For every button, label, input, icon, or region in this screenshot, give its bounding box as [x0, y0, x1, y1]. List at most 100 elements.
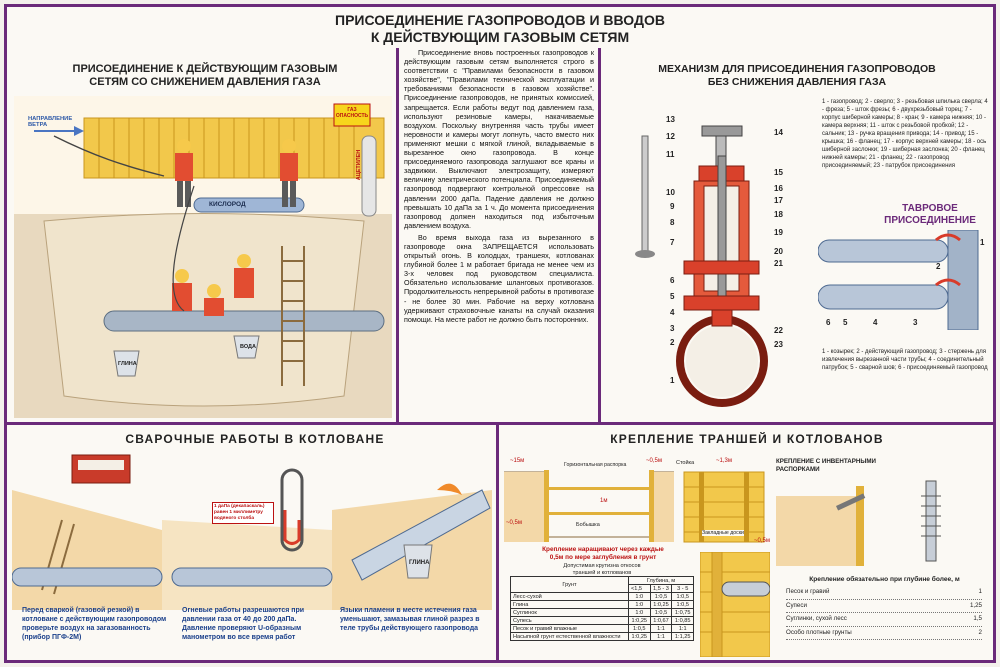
slope-cell: 1:0,5 [671, 600, 694, 609]
dim-1m: 1м [600, 498, 608, 504]
list-item: Песок и гравий 1 [786, 586, 982, 600]
center-paragraph-1: Присоединение вновь построенных газопров… [404, 48, 594, 230]
board-detail-svg [700, 552, 770, 657]
poster-title-line1: ПРИСОЕДИНЕНИЕ ГАЗОПРОВОДОВ И ВВОДОВ [335, 12, 665, 28]
mech-num-18: 18 [774, 210, 783, 219]
tee-num-1: 1 [980, 238, 985, 247]
inventory-svg [776, 480, 941, 566]
slope-cell: 1:0,25 [649, 600, 673, 609]
mechanism-svg [635, 125, 768, 407]
mech-num-17: 17 [774, 196, 783, 205]
mech-num-20: 20 [774, 247, 783, 256]
welding-caption-1: Перед сваркой (газовой резкой) в котлова… [22, 607, 167, 641]
mech-num-23: 23 [774, 340, 783, 349]
illustration-board-detail [700, 552, 770, 657]
center-text-column: Присоединение вновь построенных газопров… [404, 48, 594, 420]
tee-title-line1: ТАВРОВОЕ [902, 203, 958, 214]
label-stand: Стойка [676, 460, 695, 466]
mech-num-8: 8 [670, 218, 675, 227]
deep-row-name: Супеси [786, 601, 807, 609]
build-note: Крепление наращивают через каждые 0,5м п… [508, 546, 698, 562]
tee-num-5: 5 [843, 318, 848, 327]
deep-title: Крепление обязательно при глубине более,… [809, 576, 960, 583]
illustration-mechanism: 13 12 11 14 15 16 17 18 19 20 21 22 23 1… [604, 96, 819, 418]
tee-num-4: 4 [873, 318, 878, 327]
slope-cell: 1:0,85 [671, 616, 694, 625]
mech-num-2: 2 [670, 338, 675, 347]
mech-num-7: 7 [670, 238, 675, 247]
slope-cell: 1:1 [649, 632, 673, 641]
label-boards: Закладные доски [702, 530, 744, 536]
slope-cell: 1:0 [627, 592, 651, 601]
section-title-trench: КРЕПЛЕНИЕ ТРАНШЕЙ И КОТЛОВАНОВ [610, 432, 884, 446]
deep-row-value: 1,25 [969, 601, 982, 609]
tee-title-line2: ПРИСОЕДИНЕНИЕ [884, 215, 976, 226]
mech-num-3: 3 [670, 324, 675, 333]
illustration-inventory [776, 476, 986, 571]
slope-sub-1: 1,5 - 3 [649, 584, 673, 593]
deep-row-value: 1,5 [973, 615, 982, 622]
poster-title: ПРИСОЕДИНЕНИЕ ГАЗОПРОВОДОВ И ВВОДОВ К ДЕ… [280, 12, 720, 46]
slope-row-name: Глина [510, 600, 629, 609]
slope-cell: 1:0,5 [671, 592, 694, 601]
welding-caption-2: Огневые работы разрешаются при давлении … [182, 607, 305, 641]
slope-table-head: Грунт Глубина, м [510, 576, 695, 593]
slope-row-name: Песок и гравий влажные [510, 624, 629, 633]
mech-num-22: 22 [774, 326, 783, 335]
mech-num-16: 16 [774, 184, 783, 193]
section-title-no-pressure-drop-line1: МЕХАНИЗМ ДЛЯ ПРИСОЕДИНЕНИЯ ГАЗОПРОВОДОВ [658, 63, 936, 75]
slope-row-name: Насыпной грунт естественной влажности [510, 632, 629, 641]
slope-table-title-line2: траншей и котлованов [572, 569, 632, 576]
illustration-welding: 1 даПа (декапаскаль) равен 1 миллиметру … [12, 450, 492, 610]
deep-row-value: 2 [978, 628, 982, 636]
water-label: ВОДА [240, 344, 256, 350]
slope-cell: 1:1,25 [671, 632, 694, 641]
deep-row-name: Суглинки, сухой лесс [786, 615, 847, 622]
section-title-no-pressure-drop-line2: БЕЗ СНИЖЕНИЯ ДАВЛЕНИЯ ГАЗА [707, 76, 887, 88]
slope-table: Грунт Глубина, м <1,5 1,5 - 3 3 - 5 Лесс… [510, 576, 695, 641]
mech-num-19: 19 [774, 228, 783, 237]
gauge-note: 1 даПа (декапаскаль) равен 1 миллиметру … [212, 502, 274, 524]
slope-cell: 1:0,25 [627, 616, 651, 625]
build-note-line1: Крепление наращивают через каждые [542, 546, 664, 553]
poster-title-line2: К ДЕЙСТВУЮЩИМ ГАЗОВЫМ СЕТЯМ [370, 29, 630, 45]
slope-row-name: Суглинок [510, 608, 629, 617]
dim-05-right: ~0,5м [754, 538, 770, 544]
section-title-welding: СВАРОЧНЫЕ РАБОТЫ В КОТЛОВАНЕ [125, 432, 385, 446]
mech-num-9: 9 [670, 202, 675, 211]
deep-row-value: 1 [978, 588, 982, 595]
dim-13m: ~1,3м [716, 458, 732, 464]
slope-head-grunt: Грунт [510, 576, 629, 593]
slope-row-name: Супесь [510, 616, 629, 625]
label-block: Бобышка [576, 522, 600, 528]
tee-num-3: 3 [913, 318, 918, 327]
mech-num-5: 5 [670, 292, 675, 301]
illustration-trench: ~15м ~0,5м 1м ~0,5м ~1,3м ~0,5м Горизонт… [504, 452, 774, 548]
slope-table-title: Допустимая крутизна откосов траншей и ко… [510, 563, 694, 576]
slope-cell: 1:0,75 [671, 608, 694, 617]
tee-svg [818, 230, 979, 330]
slope-cell: 1:0 [627, 608, 651, 617]
slope-cell: 1:0,5 [649, 608, 673, 617]
acetylene-label: АЦЕТИЛЕН [356, 149, 363, 181]
slope-row-name: Лесс-сухой [510, 592, 629, 601]
illustration-tee: 1 2 3 4 5 6 [818, 230, 990, 330]
slope-sub-2: 3 - 5 [671, 584, 694, 593]
excavation-svg [14, 96, 392, 418]
deep-list: Песок и гравий 1 Супеси 1,25 Суглинки, сух… [786, 586, 982, 640]
dim-05-left: ~0,5м [506, 520, 522, 526]
slope-cell: 1:1 [649, 624, 673, 633]
divider-bottom [496, 424, 499, 662]
mechanism-legend: 1 - газопровод; 2 - сверло; 3 - резьбова… [822, 99, 988, 169]
deep-row-name: Песок и гравий [786, 588, 830, 595]
mech-num-13: 13 [666, 115, 675, 124]
tee-legend: 1 - козырек; 2 - действующий газопровод;… [822, 349, 988, 371]
welding-clay-label: ГЛИНА [409, 560, 430, 566]
tee-title: ТАВРОВОЕ ПРИСОЕДИНЕНИЕ [870, 203, 990, 227]
section-title-pressure-drop-line1: ПРИСОЕДИНЕНИЕ К ДЕЙСТВУЮЩИМ ГАЗОВЫМ [72, 63, 338, 75]
slope-cell: 1:0,67 [649, 616, 673, 625]
